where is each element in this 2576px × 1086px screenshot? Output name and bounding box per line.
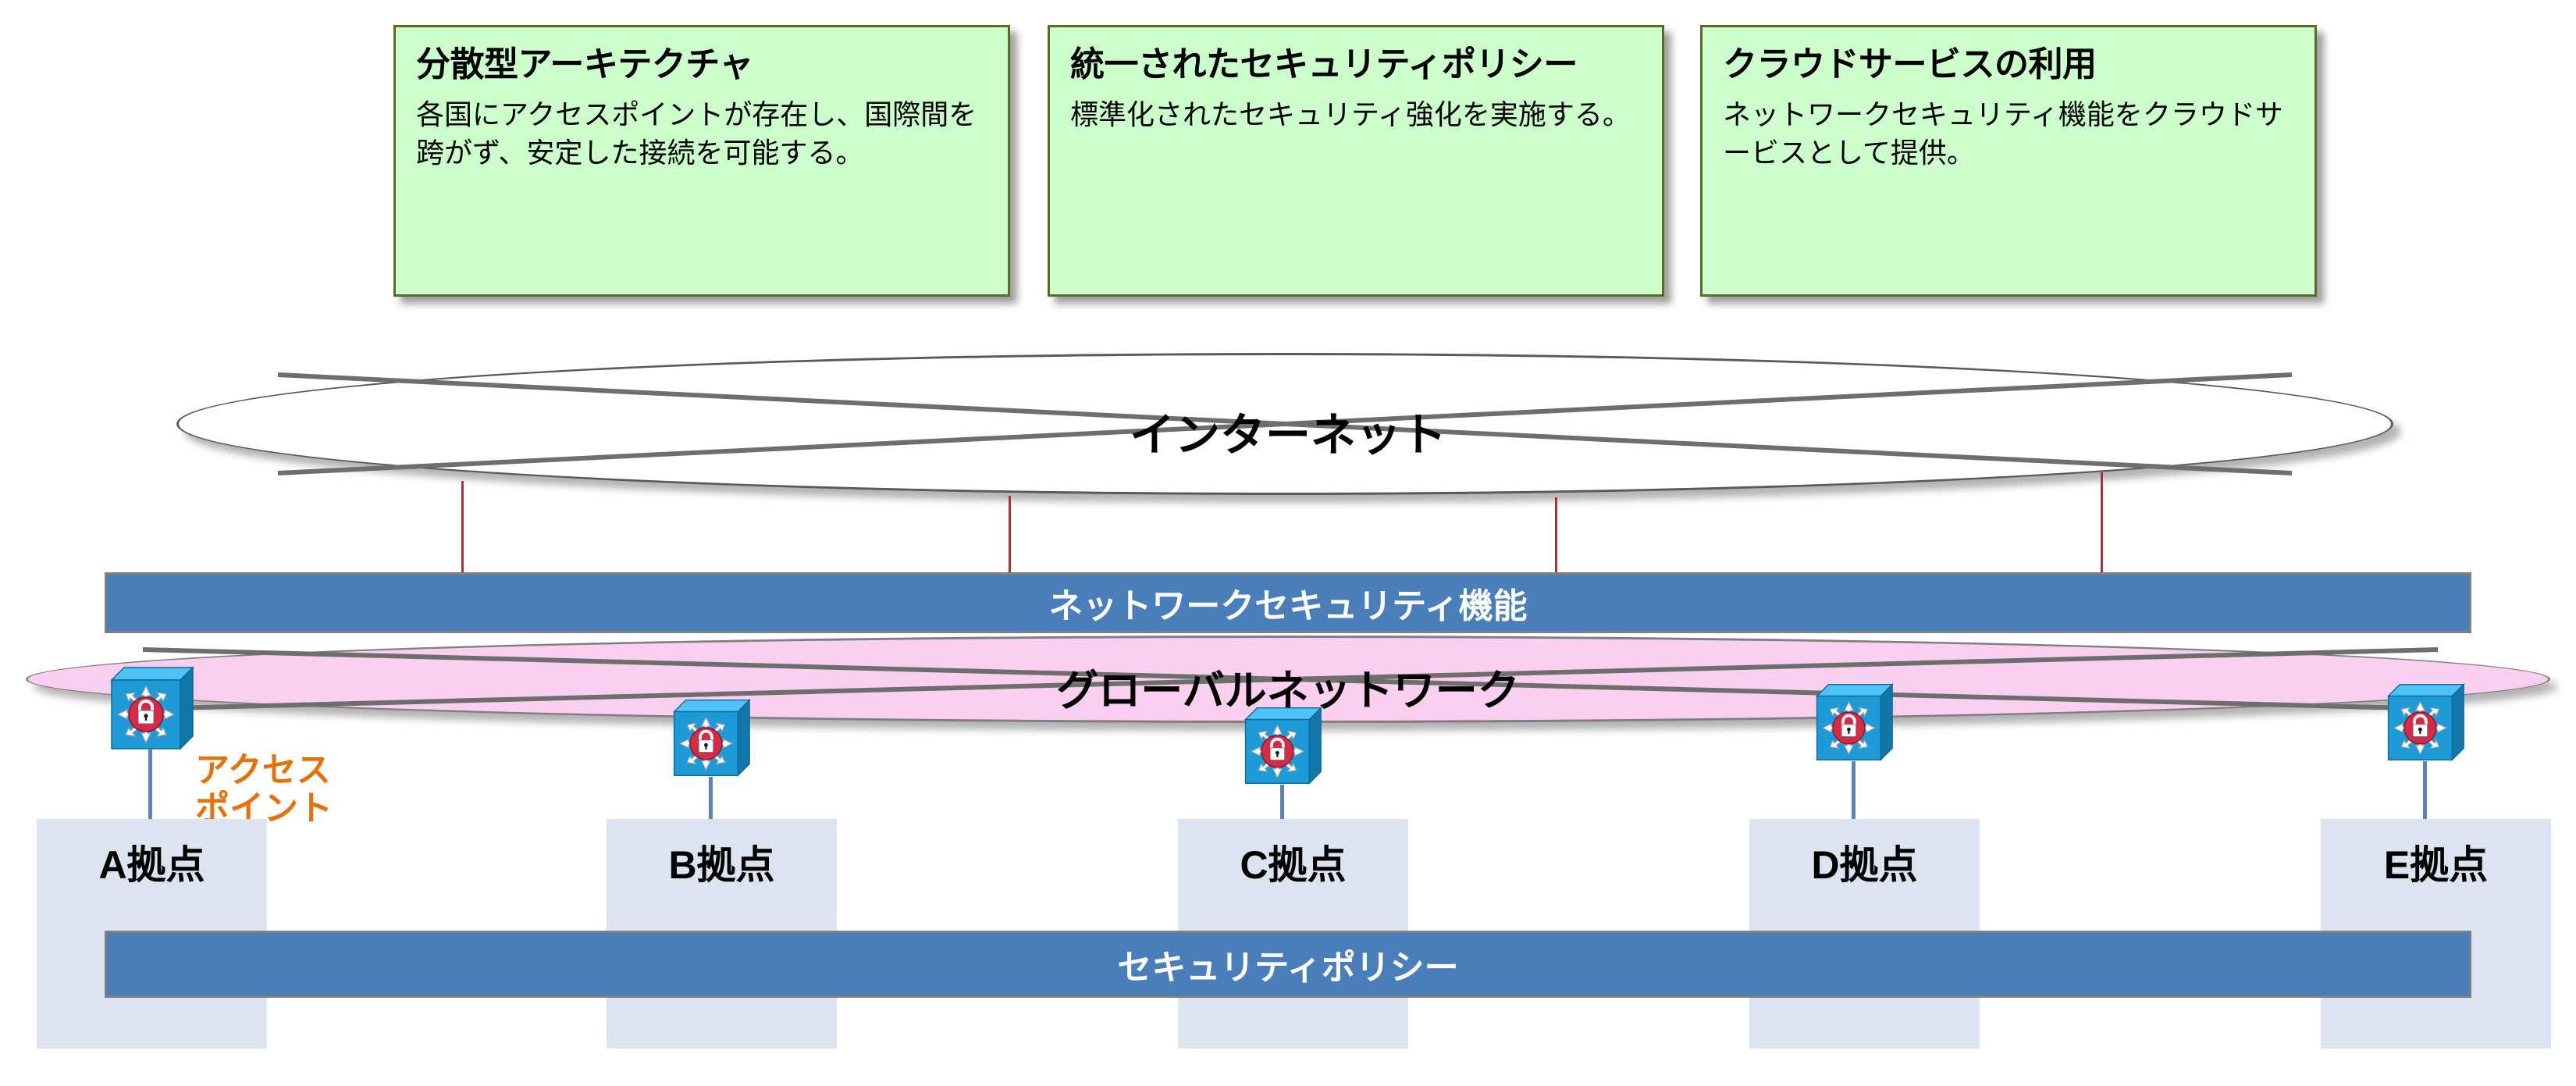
- internet-connector-2: [1009, 496, 1011, 573]
- internet-connector-1: [461, 481, 464, 573]
- network-security-bar: ネットワークセキュリティ機能: [105, 572, 2471, 633]
- access-point-icon-a[interactable]: [107, 664, 194, 752]
- site-label-a: A拠点: [98, 843, 205, 887]
- site-label-e: E拠点: [2383, 843, 2489, 887]
- access-point-icon-d[interactable]: [1813, 682, 1894, 763]
- access-point-icon-b[interactable]: [670, 697, 751, 778]
- site-connector-a: [148, 750, 152, 821]
- security-policy-bar: セキュリティポリシー: [105, 931, 2471, 998]
- callout-body: ネットワークセキュリティ機能をクラウドサービスとして提供。: [1723, 98, 2283, 169]
- site-connector-e: [2423, 761, 2427, 821]
- callout-body: 標準化されたセキュリティ強化を実施する。: [1070, 98, 1631, 130]
- access-point-icon-c[interactable]: [1241, 705, 1322, 786]
- callout-box-3: クラウドサービスの利用 ネットワークセキュリティ機能をクラウドサービスとして提供…: [1700, 25, 2317, 297]
- site-connector-b: [709, 777, 713, 821]
- internet-label: インターネット: [1129, 410, 1446, 461]
- access-point-caption: アクセス ポイント: [195, 751, 333, 828]
- network-security-bar-label: ネットワークセキュリティ機能: [1048, 587, 1528, 625]
- global-network-label: グローバルネットワーク: [1056, 668, 1520, 714]
- internet-connector-4: [2101, 472, 2103, 573]
- site-label-b: B拠点: [668, 843, 775, 887]
- callout-title: クラウドサービスの利用: [1723, 45, 2097, 84]
- site-connector-c: [1280, 785, 1284, 821]
- security-policy-bar-label: セキュリティポリシー: [1117, 949, 1459, 987]
- access-point-icon-e[interactable]: [2384, 682, 2465, 763]
- site-label-c: C拠点: [1240, 843, 1347, 887]
- callout-box-1: 分散型アーキテクチャ 各国にアクセスポイントが存在し、国際間を跨がず、安定した接…: [393, 25, 1010, 297]
- callout-body: 各国にアクセスポイントが存在し、国際間を跨がず、安定した接続を可能する。: [416, 98, 977, 169]
- site-connector-d: [1852, 761, 1856, 821]
- callout-title: 分散型アーキテクチャ: [416, 45, 753, 84]
- access-point-caption-line1: アクセス: [195, 751, 331, 789]
- callout-title: 統一されたセキュリティポリシー: [1070, 45, 1578, 84]
- internet-connector-3: [1555, 497, 1557, 573]
- site-label-d: D拠点: [1811, 843, 1918, 887]
- callout-box-2: 統一されたセキュリティポリシー 標準化されたセキュリティ強化を実施する。: [1048, 25, 1664, 297]
